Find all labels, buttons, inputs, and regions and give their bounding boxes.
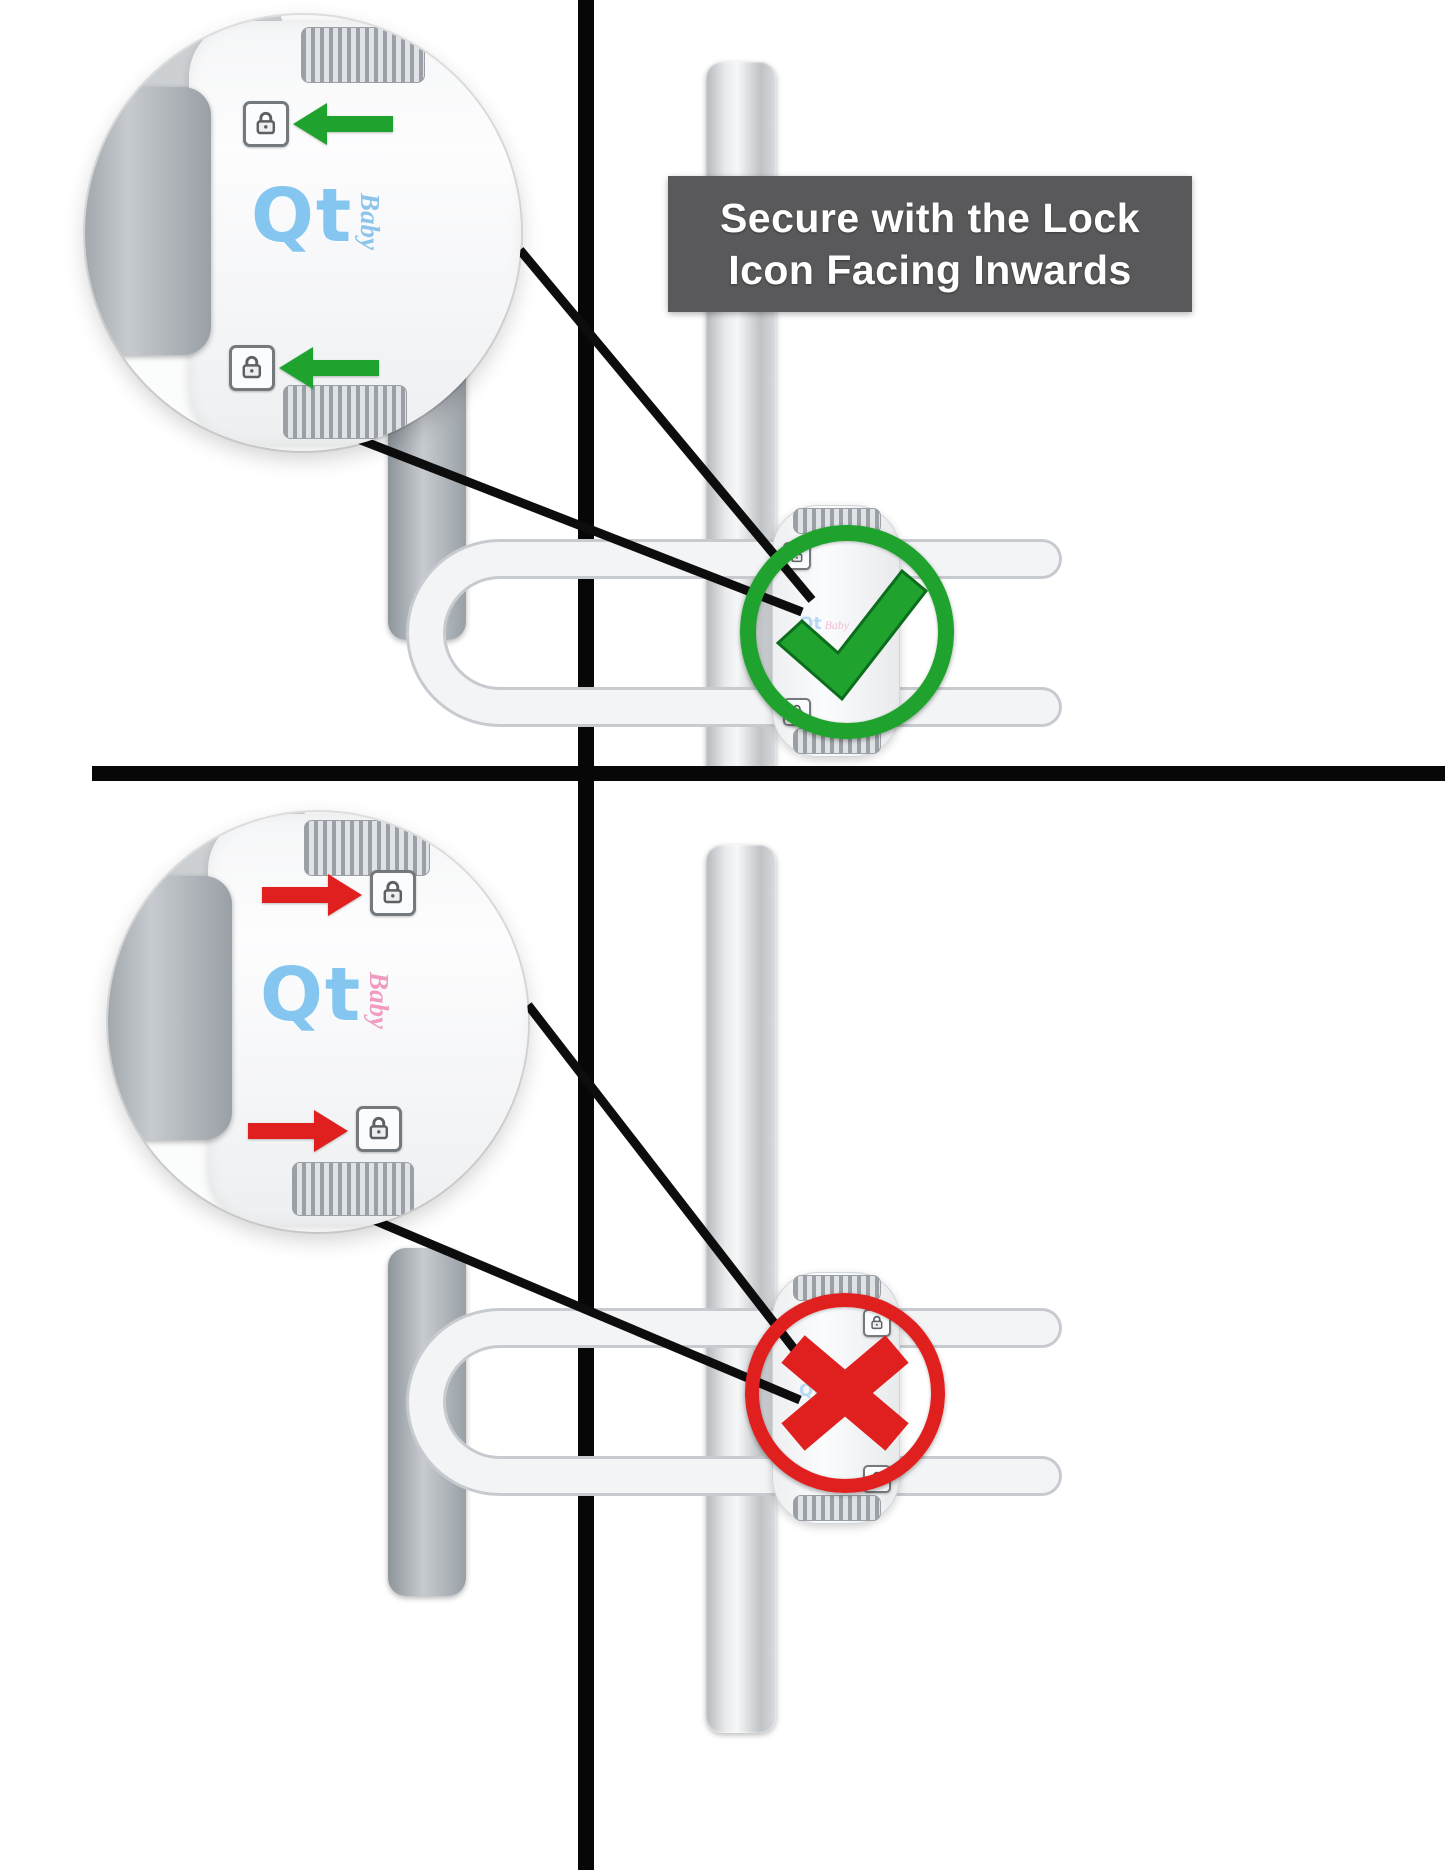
horizontal-divider-line (92, 766, 1445, 781)
brand-name: Qt (251, 173, 354, 259)
arrow-right-icon (262, 874, 362, 916)
banner-line1: Secure with the Lock (719, 194, 1141, 241)
banner-line2: Icon Facing Inwards (728, 247, 1132, 293)
lock-wheel-bottom-closeup (292, 1162, 414, 1216)
panel-incorrect-installation: Qt Baby (0, 781, 1445, 1870)
panel-correct-installation: Qt Baby Secure with the Lock Icon Facin (0, 0, 1445, 766)
arrow-right-icon (248, 1110, 348, 1152)
padlock-icon (370, 870, 416, 916)
brand-logo: Qt (260, 952, 362, 1038)
checkmark-icon (775, 568, 929, 702)
padlock-icon (356, 1106, 402, 1152)
incorrect-cross-badge (745, 1293, 945, 1493)
correct-checkmark-badge (740, 525, 954, 739)
cabinet-handle-closeup (85, 87, 211, 355)
padlock-icon (229, 345, 275, 391)
magnified-lock-closeup: Qt Baby (85, 15, 521, 451)
brand-sub-logo: Baby (355, 193, 385, 250)
lock-wheel-top-closeup (304, 820, 430, 876)
cabinet-handle-right (706, 845, 776, 1733)
magnified-lock-closeup: Qt Baby (108, 812, 528, 1232)
brand-name: Qt (260, 952, 363, 1038)
instruction-banner: Secure with the Lock Icon Facing Inwards (668, 176, 1192, 312)
cabinet-handle-left (388, 1248, 466, 1596)
brand-logo: Qt (251, 173, 353, 259)
arrow-left-icon (279, 347, 379, 389)
x-icon (781, 1335, 909, 1451)
lock-wheel-top-closeup (301, 27, 425, 83)
brand-sub-logo: Baby (364, 972, 394, 1029)
padlock-icon (243, 101, 289, 147)
lock-wheel-bottom (793, 1495, 881, 1521)
arrow-left-icon (293, 103, 393, 145)
vertical-divider-line (578, 0, 594, 1870)
lock-wheel-bottom-closeup (283, 385, 407, 439)
cabinet-handle-closeup (108, 876, 232, 1140)
lock-body-closeup (208, 814, 528, 1226)
